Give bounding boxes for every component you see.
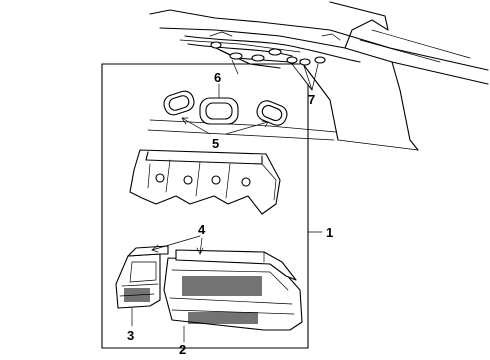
callout-1: 1 <box>326 225 333 240</box>
callout-3: 3 <box>127 328 134 343</box>
gasket-center <box>199 97 239 125</box>
tail-lamp <box>163 249 303 331</box>
callout-4: 4 <box>198 222 206 237</box>
callout-7-leaders <box>231 59 319 91</box>
side-marker-lamp <box>115 245 169 309</box>
callout-4-leaders <box>151 235 204 255</box>
vehicle-rear-body <box>147 1 489 151</box>
socket-housing <box>129 149 281 215</box>
callout-5-leaders <box>181 117 269 135</box>
gasket-left <box>163 90 195 116</box>
callout-6: 6 <box>214 70 221 85</box>
wiring-harness <box>184 31 361 69</box>
gasket-right <box>256 100 288 126</box>
callout-2: 2 <box>179 342 186 357</box>
assembly-bracket <box>101 63 323 349</box>
callout-5: 5 <box>212 136 219 151</box>
callout-7: 7 <box>308 92 315 107</box>
